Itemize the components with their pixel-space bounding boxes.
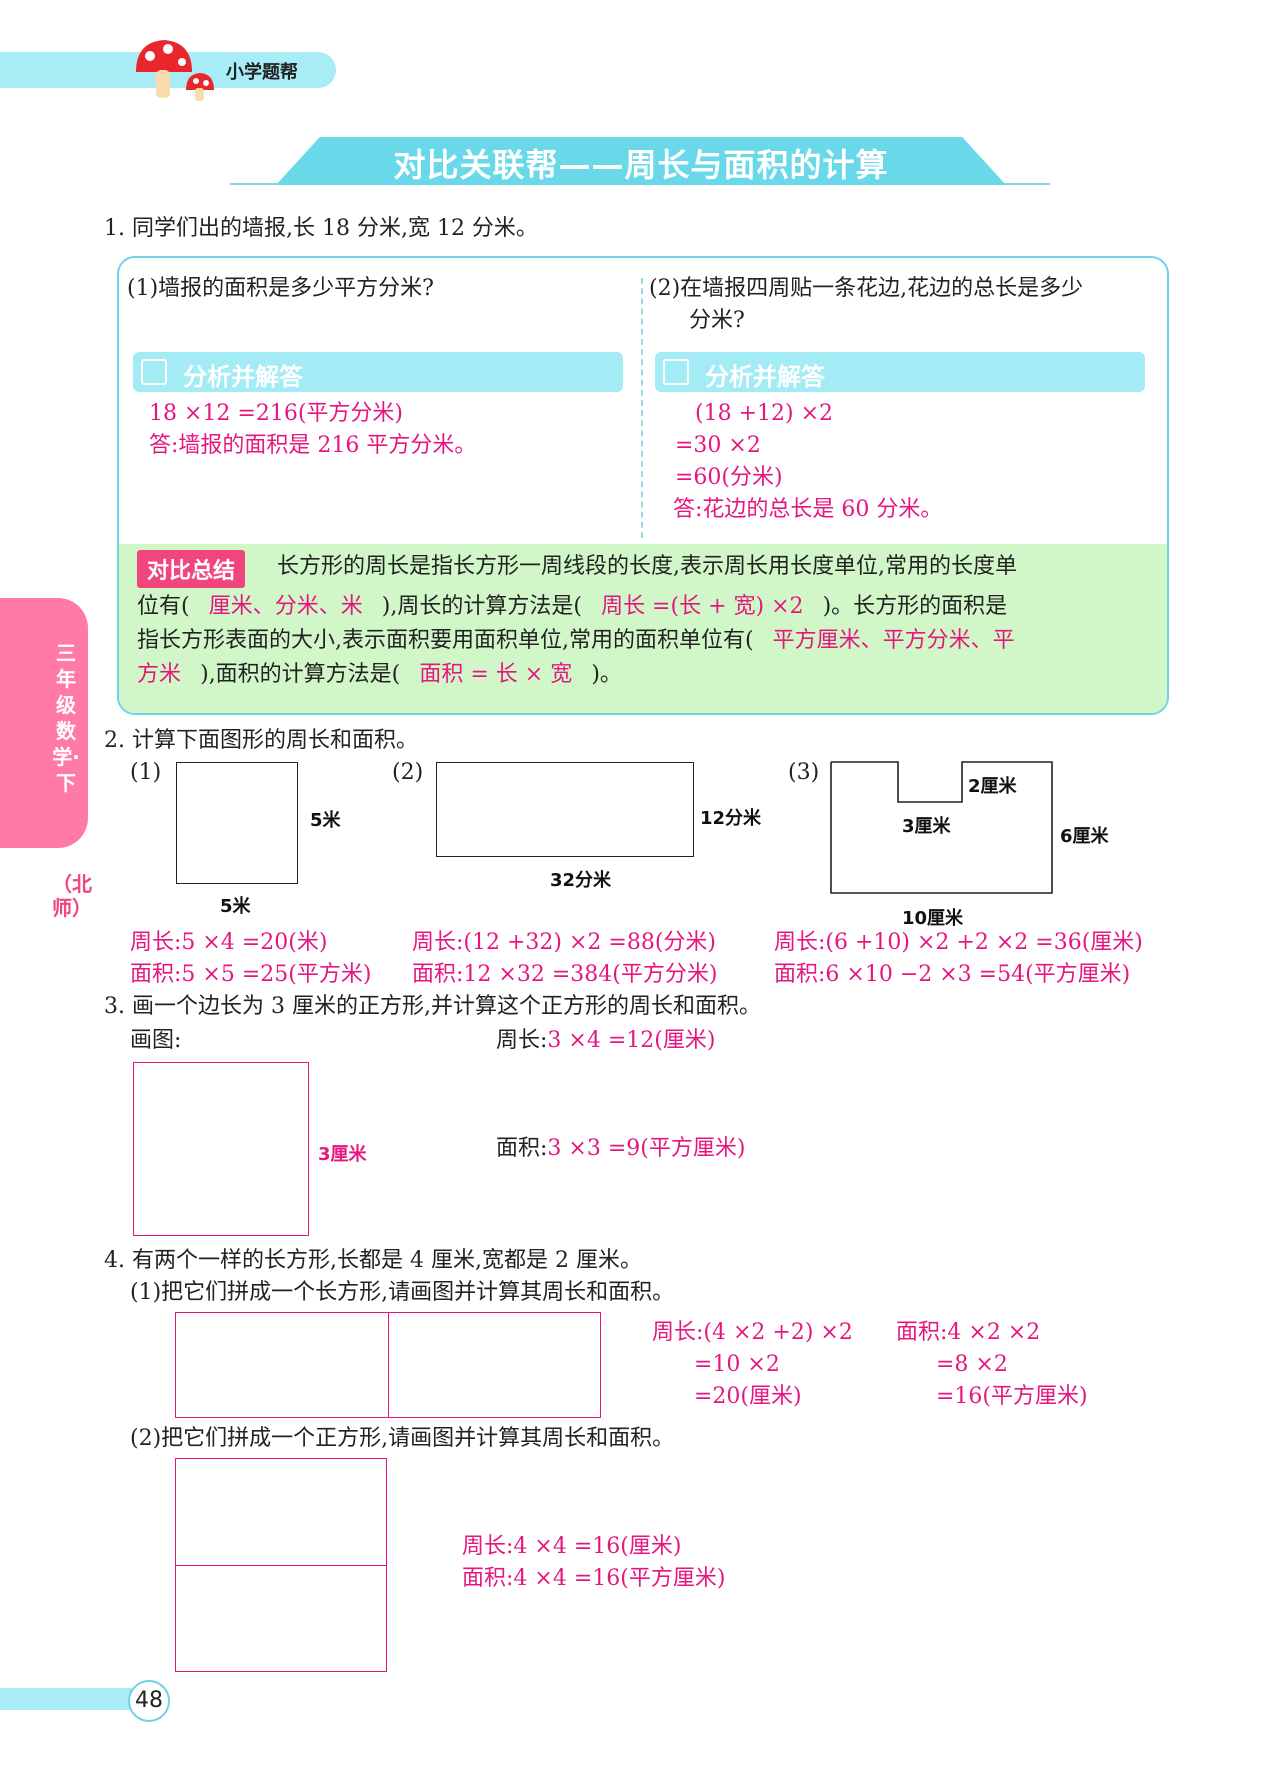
brand-label: 小学题帮 [226,62,298,83]
q2-fig2-area: 面积:12 ×32 =384(平方分米) [412,962,718,987]
q3-stem: 3. 画一个边长为 3 厘米的正方形,并计算这个正方形的周长和面积。 [104,994,761,1019]
mushroom-icon [136,40,214,101]
q2-fig3-notch-width: 2厘米 [968,776,1017,797]
q1-part2-question-cont: 分米? [689,308,745,333]
q2-fig2-rectangle [436,762,694,857]
q4-part1-question: (1)把它们拼成一个长方形,请画图并计算其周长和面积。 [130,1280,675,1305]
q2-fig2-side-right: 12分米 [700,808,762,829]
summary-answer: 周长 =(长 + 宽) ×2 [601,594,804,619]
summary-line: 长方形的周长是指长方形一周线段的长度,表示周长用长度单位,常用的长度单 [277,554,1017,579]
q4-part1-area-line: 面积:4 ×2 ×2 [896,1320,1041,1345]
page-number: 48 [128,1680,170,1722]
footer-strip [0,1688,150,1710]
q1-stem: 1. 同学们出的墙报,长 18 分米,宽 12 分米。 [104,216,538,241]
q2-fig1-perimeter: 周长:5 ×4 =20(米) [130,930,328,955]
q3-side-label: 3厘米 [318,1144,367,1165]
q2-fig1-side-right: 5米 [310,810,341,831]
q2-fig2-perimeter: 周长:(12 +32) ×2 =88(分米) [412,930,717,955]
q2-fig1-area: 面积:5 ×5 =25(平方米) [130,962,372,987]
q4-part1-area-line: =8 ×2 [936,1352,1008,1377]
q4-part1-perimeter-line: 周长:(4 ×2 +2) ×2 [652,1320,853,1345]
q4-part1-divider [388,1313,389,1417]
q1-part2-question: (2)在墙报四周贴一条花边,花边的总长是多少 [649,276,1084,301]
q1-part2-analyze-bar: 分析并解答 [655,352,1145,392]
q2-fig2-label: (2) [392,760,424,785]
q4-part2-drawn-square [175,1458,387,1672]
q4-part2-divider [176,1565,386,1566]
q2-fig1-label: (1) [130,760,162,785]
q3-perimeter: 周长:3 ×4 =12(厘米) [496,1028,716,1053]
pencil-icon [141,359,167,385]
q1-part2-answer-line: =60(分米) [675,465,783,490]
q4-part2-perimeter: 周长:4 ×4 =16(厘米) [462,1534,682,1559]
q1-part1-answer-line: 答:墙报的面积是 216 平方分米。 [149,433,477,458]
page-title: 对比关联帮——周长与面积的计算 [393,146,889,184]
q1-summary: 对比总结 长方形的周长是指长方形一周线段的长度,表示周长用长度单位,常用的长度单… [119,544,1167,713]
q4-part1-drawn-rectangle [175,1312,601,1418]
summary-answer: 面积 = 长 × 宽 [419,662,573,687]
q2-fig2-side-bottom: 32分米 [550,870,612,891]
q4-stem: 4. 有两个一样的长方形,长都是 4 厘米,宽都是 2 厘米。 [104,1248,642,1273]
q3-drawn-square [133,1062,309,1236]
q4-part1-perimeter-line: =10 ×2 [694,1352,780,1377]
q2-fig3-notch-depth: 3厘米 [902,816,951,837]
summary-answer: 厘米、分米、米 [208,594,363,619]
q1-part2-answer-line: =30 ×2 [675,433,761,458]
q2-fig1-square [176,762,298,884]
q1-part1-answer-line: 18 ×12 =216(平方分米) [149,401,403,426]
q1-part2-answer-line: (18 +12) ×2 [695,401,834,426]
summary-line: 方米 ),面积的计算方法是( 面积 = 长 × 宽 )。 [137,662,622,687]
side-tab [0,598,88,848]
q1-part2-analyze-label: 分析并解答 [705,363,825,391]
q2-fig3-notched-rectangle [830,761,1053,894]
q1-part1-analyze-label: 分析并解答 [183,363,303,391]
q3-draw-label: 画图: [130,1028,182,1053]
q1-box: (1)墙报的面积是多少平方分米? 分析并解答 18 ×12 =216(平方分米)… [117,256,1169,715]
q2-fig3-width: 10厘米 [902,908,964,929]
side-tab-grade: 三年级数学·下 [52,641,80,795]
q2-fig1-side-bottom: 5米 [220,896,251,917]
q4-part1-area-line: =16(平方厘米) [936,1384,1088,1409]
pencil-icon [663,359,689,385]
q1-divider [641,278,643,538]
summary-line: 位有( 厘米、分米、米 ),周长的计算方法是( 周长 =(长 + 宽) ×2 )… [137,594,1008,619]
q1-part2-answer-line: 答:花边的总长是 60 分米。 [673,497,943,522]
title-banner [276,137,1006,185]
summary-answer: 方米 [137,662,182,687]
q1-part1-question: (1)墙报的面积是多少平方分米? [127,276,434,301]
summary-badge: 对比总结 [137,550,246,588]
summary-answer: 平方厘米、平方分米、平 [772,628,1015,653]
q3-area: 面积:3 ×3 =9(平方厘米) [496,1136,746,1161]
q2-stem: 2. 计算下面图形的周长和面积。 [104,728,418,753]
q4-part2-area: 面积:4 ×4 =16(平方厘米) [462,1566,726,1591]
q2-fig3-perimeter: 周长:(6 +10) ×2 +2 ×2 =36(厘米) [774,930,1143,955]
q4-part1-perimeter-line: =20(厘米) [694,1384,802,1409]
q2-fig3-label: (3) [788,760,820,785]
q1-part1-analyze-bar: 分析并解答 [133,352,623,392]
side-tab-edition: （北师） [52,872,92,920]
q2-fig3-height: 6厘米 [1060,826,1109,847]
summary-line: 指长方形表面的大小,表示面积要用面积单位,常用的面积单位有( 平方厘米、平方分米… [137,628,1015,653]
q4-part2-question: (2)把它们拼成一个正方形,请画图并计算其周长和面积。 [130,1426,675,1451]
q2-fig3-area: 面积:6 ×10 −2 ×3 =54(平方厘米) [774,962,1131,987]
